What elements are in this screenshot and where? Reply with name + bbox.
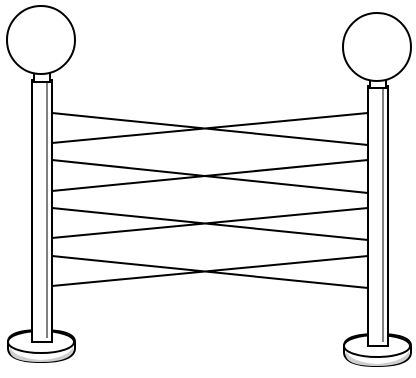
cross-line-8 bbox=[51, 255, 369, 287]
right-post bbox=[342, 12, 412, 368]
cross-line-4 bbox=[51, 159, 369, 192]
right-post-pole bbox=[367, 85, 389, 347]
cross-line-6 bbox=[51, 207, 369, 239]
cross-lines bbox=[51, 112, 369, 289]
cross-line-2 bbox=[51, 112, 369, 144]
left-post-pole bbox=[31, 79, 53, 343]
left-globe-lamp bbox=[6, 5, 76, 75]
right-post-base bbox=[343, 332, 412, 368]
left-post bbox=[6, 5, 76, 364]
right-globe-lamp bbox=[342, 12, 412, 82]
